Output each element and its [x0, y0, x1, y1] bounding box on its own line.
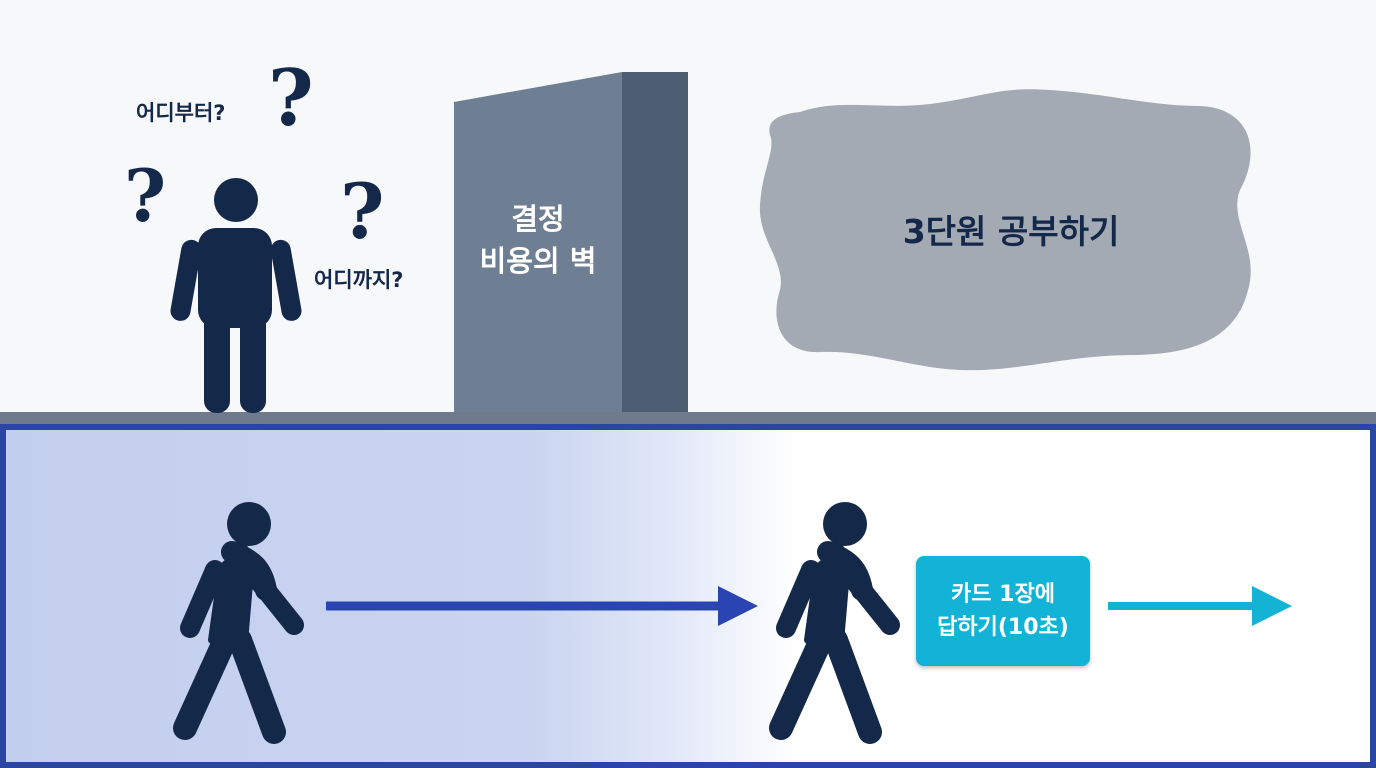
answer-card-line2: 답하기(10초) — [937, 615, 1069, 640]
question-mark-icon: ? — [124, 153, 167, 238]
wall-label-line2: 비용의 벽 — [479, 244, 597, 279]
wall-label: 결정 비용의 벽 — [454, 198, 622, 282]
where-to-label: 어디까지? — [314, 268, 404, 292]
wall-label-line1: 결정 — [511, 202, 565, 236]
answer-card-line1: 카드 1장에 — [951, 582, 1055, 607]
ground-line — [0, 412, 1376, 424]
question-mark-icon: ? — [340, 167, 385, 256]
cloud-label: 3단원 공부하기 — [902, 212, 1120, 251]
arrow-icon — [326, 586, 758, 626]
answer-card-box: 카드 1장에 답하기(10초) — [916, 556, 1090, 666]
arrow-icon — [1108, 586, 1292, 626]
walking-person-icon — [769, 502, 900, 744]
where-from-label: 어디부터? — [136, 101, 226, 125]
question-mark-icon: ? — [268, 53, 314, 144]
walking-person-icon — [173, 502, 304, 744]
